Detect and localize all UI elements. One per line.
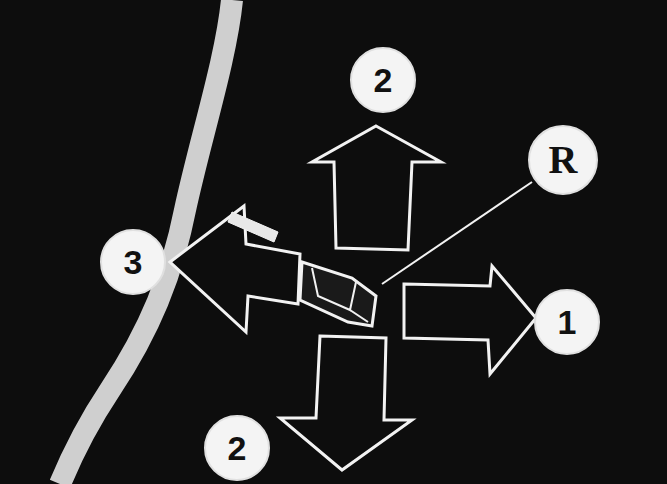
clip-bar	[228, 212, 278, 242]
callout-number: 1	[558, 305, 577, 339]
arrow-right	[404, 266, 536, 374]
arrow-up	[312, 126, 441, 250]
callout-circle: R	[528, 125, 598, 195]
callout-number: 3	[124, 245, 143, 279]
connector-edge	[350, 310, 368, 322]
callout-number: 2	[228, 431, 247, 465]
callout-circle: 1	[534, 289, 600, 355]
arrow-left	[170, 206, 300, 332]
arrow-down	[280, 336, 412, 470]
callout-circle: 2	[204, 415, 270, 481]
callout-number: R	[549, 140, 578, 180]
connector-piece	[300, 262, 376, 326]
leader-line	[382, 182, 532, 284]
callout-number: 2	[374, 63, 393, 97]
connector-slot	[312, 268, 356, 310]
callout-circle: 2	[350, 47, 416, 113]
callout-circle: 3	[100, 229, 166, 295]
